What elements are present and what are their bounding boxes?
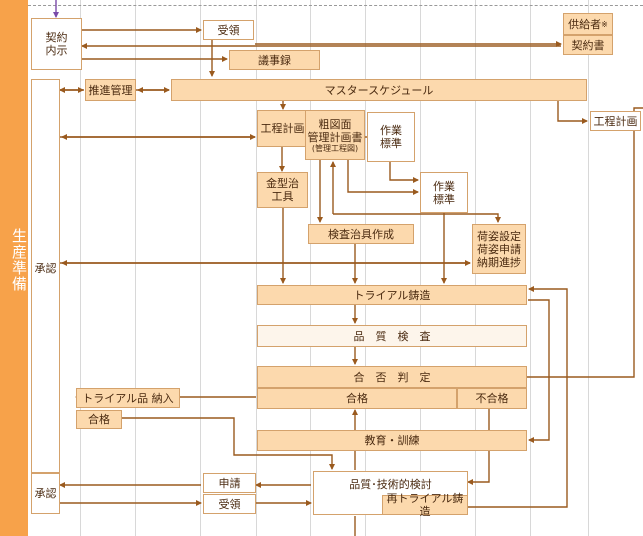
node-label: 工程計画 bbox=[260, 122, 305, 135]
node-label: 承認 bbox=[34, 262, 57, 275]
node-label: 教育・訓練 bbox=[364, 434, 420, 447]
node-shonin-bottom: 承認 bbox=[31, 473, 60, 514]
node-jyuryo-top: 受領 bbox=[203, 20, 254, 40]
node-label: 納期進捗 bbox=[477, 255, 521, 269]
node-label: 荷姿申請 bbox=[477, 242, 521, 256]
node-label: 不合格 bbox=[475, 392, 509, 405]
node-label: 申請 bbox=[218, 476, 241, 490]
node-label: トライアル品 納入 bbox=[82, 391, 174, 405]
node-label: 推進管理 bbox=[88, 83, 133, 97]
node-label: 工程計画 bbox=[593, 114, 638, 128]
node-mark: ※ bbox=[601, 19, 608, 29]
grid-line bbox=[588, 0, 589, 536]
node-label: 検査治具作成 bbox=[328, 227, 394, 241]
node-sagyo-hyojun-1: 作業標準 bbox=[367, 112, 415, 162]
node-label: 合格 bbox=[88, 413, 110, 426]
node-master-schedule: マスタースケジュール bbox=[171, 79, 587, 101]
node-label: 作業標準 bbox=[433, 179, 455, 206]
node-goukaku-left: 合格 bbox=[76, 410, 122, 429]
grid-line bbox=[80, 0, 81, 536]
node-trial-chuzo: トライアル鋳造 bbox=[257, 285, 527, 305]
node-label: 承認 bbox=[34, 487, 57, 500]
node-sai-trial: 再トライアル鋳造 bbox=[382, 492, 468, 518]
node-label: 粗図面 bbox=[318, 117, 352, 131]
node-gouhi-hantei: 合 否 判 定 bbox=[257, 366, 527, 388]
node-kensa-jigu: 検査治具作成 bbox=[308, 224, 414, 244]
phase-sidebar bbox=[0, 0, 28, 536]
node-label: 荷姿設定 bbox=[477, 229, 521, 243]
node-label: 金型治工具 bbox=[266, 177, 299, 203]
node-kyukyusha: 供給者※ bbox=[563, 13, 613, 35]
phase-label: 生産準備 bbox=[10, 228, 28, 292]
node-label: 作業標準 bbox=[380, 124, 402, 150]
node-label: 契約書 bbox=[571, 38, 605, 52]
node-label: 供給者 bbox=[568, 17, 602, 31]
grid-line bbox=[200, 0, 201, 536]
node-keiyaku-naiji: 契約内示 bbox=[31, 18, 82, 70]
node-kyoiku-kunren: 教育・訓練 bbox=[257, 430, 527, 451]
node-label: 議事録 bbox=[258, 53, 291, 67]
node-label: 管理計画書 bbox=[307, 130, 363, 144]
grid-line bbox=[310, 0, 311, 536]
node-gijiroku: 議事録 bbox=[229, 50, 320, 70]
node-label: 契約内示 bbox=[45, 31, 68, 57]
node-kanagata: 金型治工具 bbox=[257, 172, 308, 208]
node-hinshitsu-kensa: 品 質 検 査 bbox=[257, 325, 527, 347]
node-label: 受領 bbox=[217, 23, 240, 37]
node-trial-nounyu: トライアル品 納入 bbox=[76, 388, 180, 408]
node-keiyakusho: 契約書 bbox=[563, 35, 613, 55]
node-shinsei: 申請 bbox=[203, 473, 256, 493]
grid-line bbox=[135, 0, 136, 536]
node-koutei-keikaku: 工程計画 bbox=[257, 110, 308, 147]
grid-line bbox=[256, 0, 257, 536]
node-label: 合 否 判 定 bbox=[353, 370, 431, 384]
node-label: 受領 bbox=[218, 497, 241, 511]
node-goukaku: 合格 bbox=[257, 388, 457, 409]
grid-line bbox=[420, 0, 421, 536]
node-sublabel: (管理工程図) bbox=[311, 143, 359, 153]
node-nisugata: 荷姿設定 荷姿申請 納期進捗 bbox=[472, 224, 526, 274]
node-suishin-kanri: 推進管理 bbox=[85, 79, 136, 101]
node-label: 品 質 検 査 bbox=[353, 329, 431, 343]
node-label: 再トライアル鋳造 bbox=[386, 492, 464, 518]
grid-line bbox=[530, 0, 531, 536]
node-koutei-keikaku-right: 工程計画 bbox=[590, 111, 641, 131]
node-shonin-top: 承認 bbox=[31, 79, 60, 473]
node-jyuryo-bottom: 受領 bbox=[203, 494, 256, 514]
node-sozu-kanri-keikaku: 粗図面 管理計画書 (管理工程図) bbox=[305, 110, 365, 160]
node-label: トライアル鋳造 bbox=[353, 288, 431, 302]
node-fugoukaku: 不合格 bbox=[457, 388, 527, 409]
node-label: 品質･技術的検討 bbox=[349, 478, 432, 491]
grid-line bbox=[365, 0, 366, 536]
node-label: 合格 bbox=[346, 392, 368, 405]
node-label: マスタースケジュール bbox=[324, 83, 434, 97]
phase-divider bbox=[28, 5, 643, 6]
node-sagyo-hyojun-2: 作業標準 bbox=[420, 172, 468, 213]
